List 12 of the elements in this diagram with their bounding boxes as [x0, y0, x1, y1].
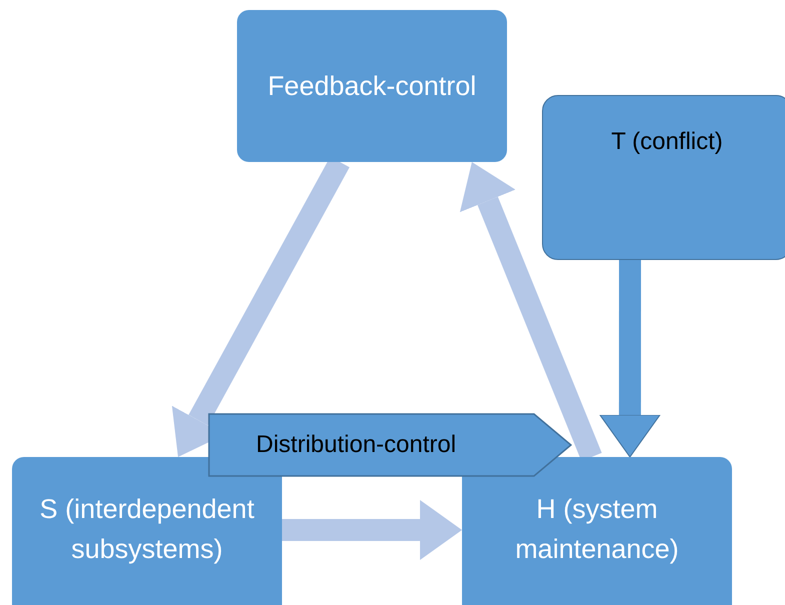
process-box — [237, 10, 507, 162]
node-label: T (conflict) — [611, 127, 723, 157]
node-label: Distribution-control — [256, 430, 456, 460]
process-box — [12, 457, 282, 605]
block-arrow — [282, 500, 462, 560]
block-arrow — [599, 260, 660, 458]
node-label: H (system maintenance) — [514, 493, 680, 566]
process-box — [462, 457, 732, 605]
node-label: Feedback-control — [268, 70, 476, 103]
pentagon-arrow-box — [208, 413, 572, 477]
process-box — [542, 95, 785, 260]
node-label: S (interdependent subsystems) — [38, 493, 256, 566]
